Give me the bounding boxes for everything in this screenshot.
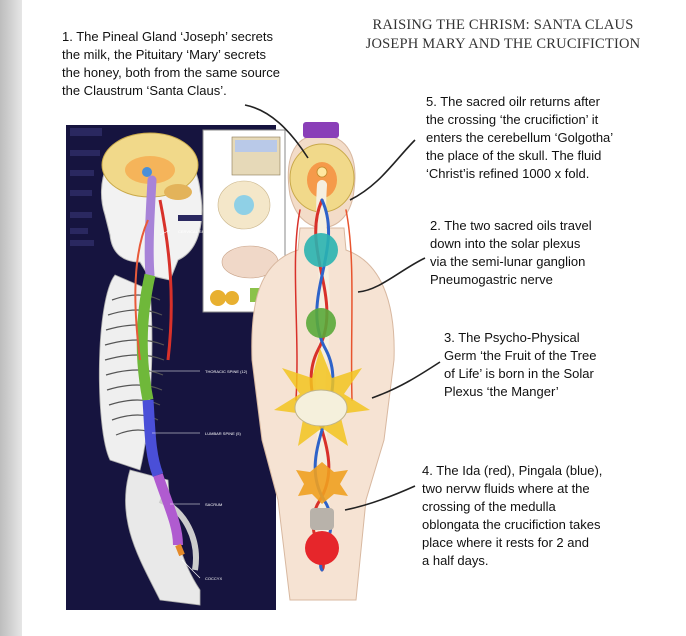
left-edge: [0, 0, 22, 636]
label-sacrum: SACRUM: [205, 502, 222, 507]
annotation-1: 1. The Pineal Gland ‘Joseph’ secrets the…: [62, 29, 280, 98]
energy-centers: [274, 233, 370, 565]
annotation-3: 3. The Psycho-Physical Germ ‘the Fruit o…: [444, 330, 597, 399]
spinal-column: [134, 175, 185, 557]
label-cervical: CERVICAL SPINE (7): [178, 229, 218, 234]
label-thoracic: THORACIC SPINE (12): [205, 369, 248, 374]
annotation-5: 5. The sacred oilr returns after the cro…: [426, 94, 614, 181]
label-coccyx: COCCYX: [205, 576, 222, 581]
annotation-4: 4. The Ida (red), Pingala (blue), two ne…: [422, 463, 603, 568]
brain-inset-diagram: [202, 129, 286, 313]
left-panel-micro-labels: [70, 128, 204, 246]
annotation-pointers: [244, 104, 441, 511]
page-title: RAISING THE CHRISM: SANTA CLAUS JOSEPH M…: [338, 16, 668, 54]
label-lumbar: LUMBAR SPINE (5): [205, 431, 241, 436]
label-leaders: [150, 229, 201, 579]
title-line-1: RAISING THE CHRISM: SANTA CLAUS: [372, 17, 634, 33]
solar-plexus-star: [274, 348, 370, 446]
title-line-2: JOSEPH MARY AND THE CRUCIFICTION: [365, 36, 641, 52]
annotation-2: 2. The two sacred oils travel down into …: [430, 218, 592, 287]
